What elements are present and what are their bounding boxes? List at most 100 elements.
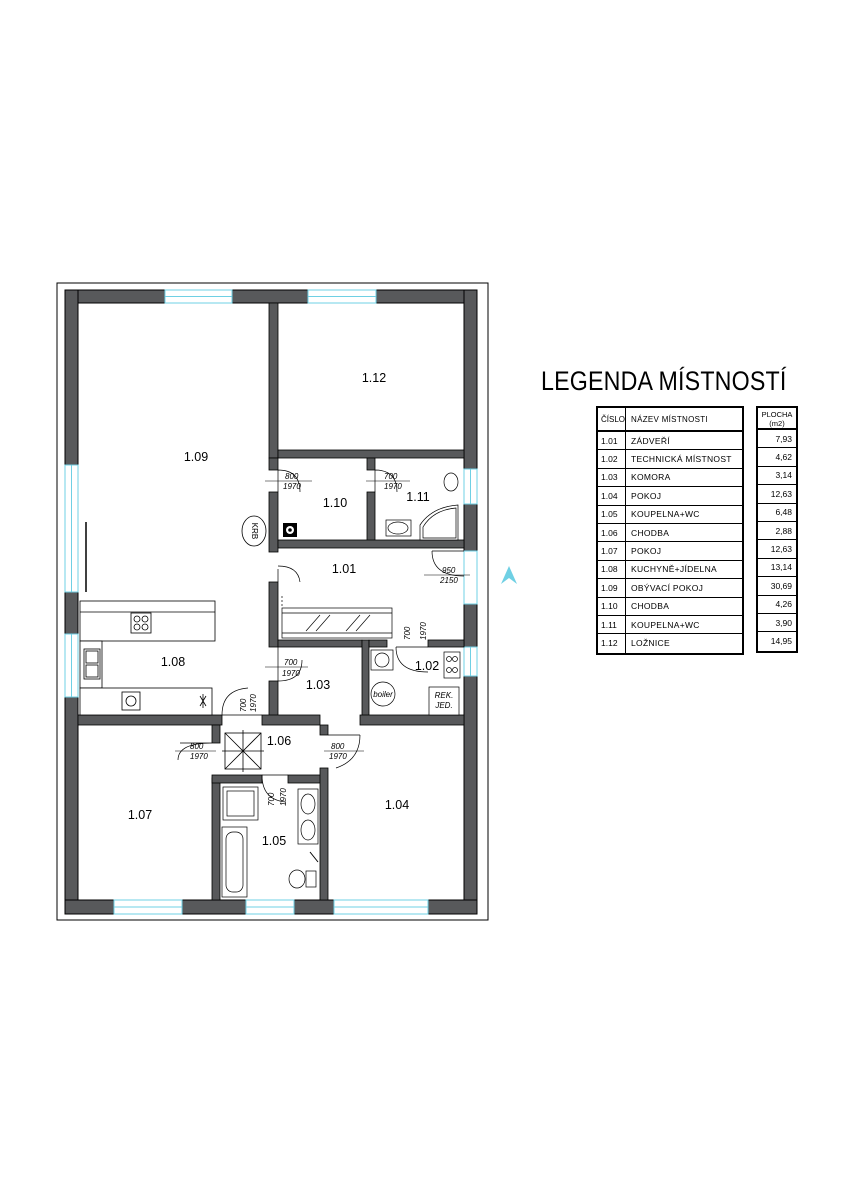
legend-room-name: ZÁDVEŘÍ xyxy=(631,435,670,446)
legend-room-area: 12,63 xyxy=(770,544,792,555)
legend-room-number: 1.10 xyxy=(598,597,626,615)
legend-area-row: 6,48 xyxy=(758,504,796,522)
svg-text:700: 700 xyxy=(284,658,298,667)
legend-area-row: 12,63 xyxy=(758,540,796,559)
legend-room-number: 1.01 xyxy=(598,432,626,450)
room-label: 1.12 xyxy=(362,371,386,385)
legend-room-name: OBÝVACÍ POKOJ xyxy=(631,582,704,593)
svg-text:1970: 1970 xyxy=(419,622,428,640)
svg-text:950: 950 xyxy=(442,566,456,575)
door-label-1-08: 700 1970 xyxy=(239,694,258,712)
legend-room-number: 1.06 xyxy=(598,523,626,542)
room-label: 1.10 xyxy=(323,496,347,510)
legend-area-row: 3,14 xyxy=(758,467,796,486)
door-label-entrance: 950 2150 xyxy=(424,566,470,585)
boiler-label: boiler xyxy=(373,690,393,699)
svg-text:1970: 1970 xyxy=(249,694,258,712)
wardrobe xyxy=(281,596,393,639)
legend-area-row: 4,62 xyxy=(758,448,796,467)
legend-room-name: CHODBA xyxy=(631,601,670,612)
attic-hatch xyxy=(222,730,264,772)
room-label: 1.06 xyxy=(267,734,291,748)
legend-header: ČÍSLO NÁZEV MÍSTNOSTI xyxy=(598,408,742,432)
exterior-walls xyxy=(64,289,478,915)
legend-room-area: 4,26 xyxy=(775,599,792,610)
svg-text:1970: 1970 xyxy=(384,482,402,491)
svg-text:1970: 1970 xyxy=(190,752,208,761)
legend-room-area: 3,14 xyxy=(775,470,792,481)
legend-row: 1.09 OBÝVACÍ POKOJ xyxy=(598,579,742,598)
fireplace-label: KRB xyxy=(250,523,259,539)
svg-text:700: 700 xyxy=(403,626,412,640)
legend-row: 1.11 KOUPELNA+WC xyxy=(598,615,742,635)
legend-area-row: 13,14 xyxy=(758,559,796,578)
door-label-1-07: 800 1970 xyxy=(175,742,216,761)
svg-text:800: 800 xyxy=(331,742,345,751)
distribution-label-2: JED. xyxy=(434,701,452,710)
legend-room-name: LOŽNICE xyxy=(631,638,670,649)
legend-room-area: 3,90 xyxy=(775,617,792,628)
door-label-1-03: 700 1970 xyxy=(265,658,308,678)
room-label: 1.04 xyxy=(385,798,409,812)
room-labels: 1.09 1.12 1.10 1.11 1.01 1.08 1.02 1.03 … xyxy=(128,371,439,848)
legend-area-row: 3,90 xyxy=(758,614,796,633)
legend-room-number: 1.05 xyxy=(598,505,626,523)
room-label: 1.01 xyxy=(332,562,356,576)
interior-walls xyxy=(77,302,465,901)
outline xyxy=(56,282,489,921)
legend-room-name: TECHNICKÁ MÍSTNOST xyxy=(631,454,732,465)
fireplace: KRB xyxy=(241,515,267,547)
svg-text:700: 700 xyxy=(267,792,276,806)
door-labels: 800 1970 700 1970 950 2150 700 1970 700 … xyxy=(175,472,470,806)
shower-arrow xyxy=(309,851,319,863)
room-label: 1.03 xyxy=(306,678,330,692)
legend-row: 1.02 TECHNICKÁ MÍSTNOST xyxy=(598,450,742,469)
legend-room-name: KUCHYNĚ+JÍDELNA xyxy=(631,564,717,575)
legend-area-row: 7,93 xyxy=(758,430,796,449)
legend-room-area: 6,48 xyxy=(775,507,792,518)
legend-room-number: 1.11 xyxy=(598,615,626,634)
legend-room-area: 7,93 xyxy=(775,433,792,444)
legend-room-name: POKOJ xyxy=(631,546,662,557)
room-label: 1.11 xyxy=(406,490,429,504)
legend-header-name: NÁZEV MÍSTNOSTI xyxy=(631,414,708,424)
svg-text:1970: 1970 xyxy=(282,669,300,678)
legend-header-number: ČÍSLO xyxy=(598,408,626,430)
legend-room-number: 1.08 xyxy=(598,560,626,579)
legend-room-number: 1.02 xyxy=(598,450,626,468)
legend-row: 1.08 KUCHYNĚ+JÍDELNA xyxy=(598,560,742,580)
legend-area-row: 4,26 xyxy=(758,596,796,614)
legend-room-number: 1.12 xyxy=(598,634,626,653)
technical-fixtures xyxy=(370,649,461,716)
legend-room-number: 1.09 xyxy=(598,579,626,597)
door-label-1-05: 700 1970 xyxy=(267,788,288,806)
legend-title: LEGENDA MÍSTNOSTÍ xyxy=(541,366,787,396)
legend-room-name: CHODBA xyxy=(631,527,670,538)
bathroom-1-11-fixtures xyxy=(385,472,459,541)
legend-area-row: 14,95 xyxy=(758,632,796,650)
door-label-1-02: 700 1970 xyxy=(403,622,428,640)
svg-text:2150: 2150 xyxy=(439,576,458,585)
room-label: 1.07 xyxy=(128,808,152,822)
legend-room-name: KOUPELNA+WC xyxy=(631,619,700,630)
legend-room-name: KOMORA xyxy=(631,472,671,483)
legend-room-area: 13,14 xyxy=(770,562,792,573)
svg-text:700: 700 xyxy=(239,698,248,712)
room-label: 1.02 xyxy=(415,659,439,673)
room-label: 1.08 xyxy=(161,655,185,669)
distribution-label: REK. xyxy=(435,691,454,700)
room-label: 1.09 xyxy=(184,450,208,464)
room-label: 1.05 xyxy=(262,834,286,848)
legend-room-number: 1.04 xyxy=(598,487,626,505)
entry-arrow-icon xyxy=(501,566,517,584)
svg-text:1970: 1970 xyxy=(279,788,288,806)
svg-text:1970: 1970 xyxy=(329,752,347,761)
svg-text:700: 700 xyxy=(384,472,398,481)
legend-table: ČÍSLO NÁZEV MÍSTNOSTI 1.01 ZÁDVEŘÍ 1.02 TEC… xyxy=(596,406,744,655)
door-label-1-04: 800 1970 xyxy=(324,742,364,761)
